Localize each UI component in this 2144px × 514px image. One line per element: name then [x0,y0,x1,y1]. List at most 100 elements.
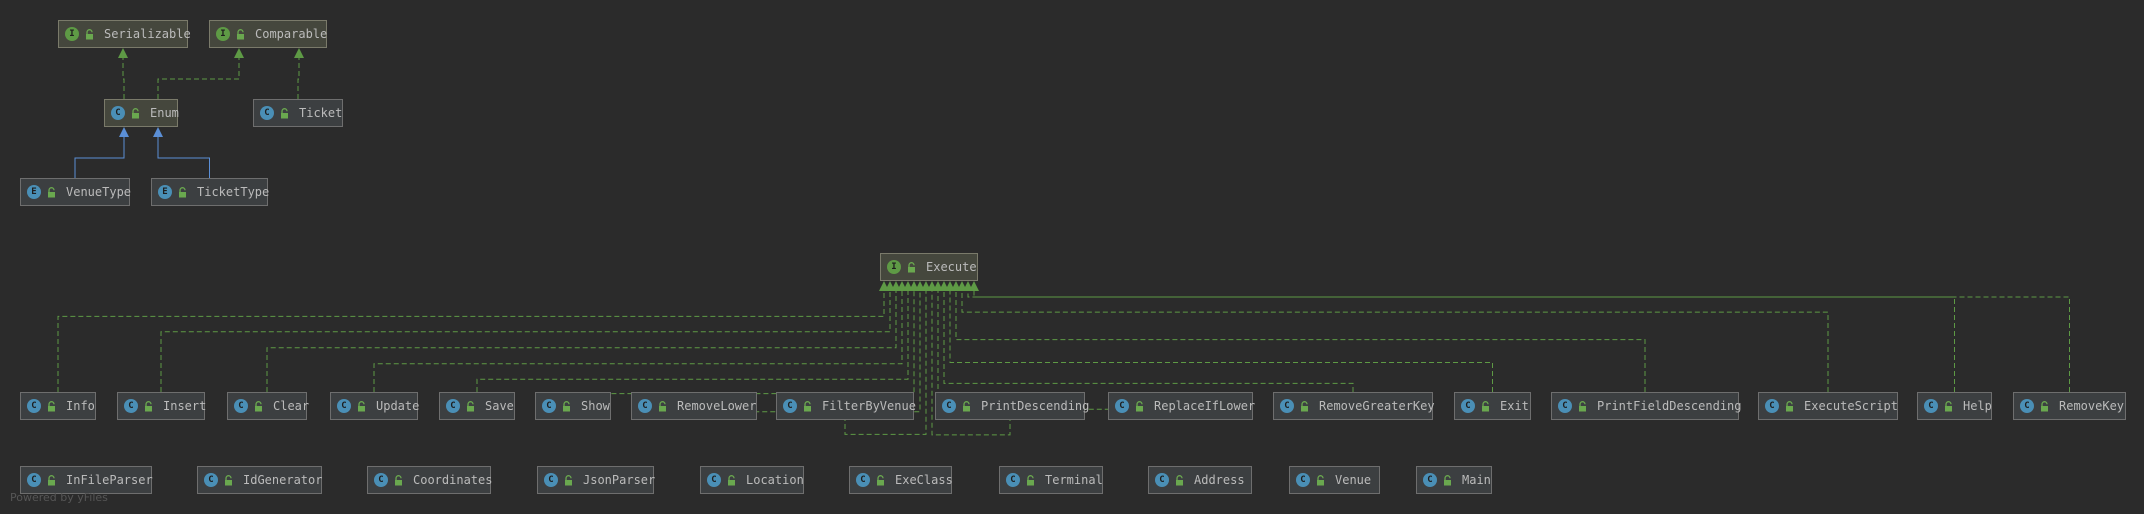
edge-insert-to-execute [160,291,891,392]
class-kind-icon: C [638,399,652,413]
arrowhead-exit [945,281,955,291]
edge-printfielddescending-to-execute [955,291,1646,392]
arrowhead-update [897,281,907,291]
arrowhead-venuetype-enum [119,127,129,137]
node-label: IdGenerator [243,473,323,487]
node-infileparser[interactable]: C InFileParser [20,466,153,494]
public-lock-icon [46,400,57,412]
node-comparable[interactable]: I Comparable [209,20,327,48]
node-execute[interactable]: I Execute [880,253,978,281]
public-lock-icon [875,474,886,486]
edge-show-to-execute [572,291,915,395]
class-kind-icon: C [111,106,125,120]
edge-executescript-to-execute [961,291,1829,392]
node-enum[interactable]: C Enum [104,99,179,127]
node-label: VenueType [66,185,132,199]
node-label: Execute [926,260,977,274]
public-lock-icon [235,28,246,40]
node-removelower[interactable]: C RemoveLower [631,392,757,420]
class-kind-icon: C [1765,399,1779,413]
public-lock-icon [1315,474,1326,486]
class-kind-icon: C [260,106,274,120]
class-kind-icon: C [1280,399,1294,413]
public-lock-icon [1784,400,1795,412]
arrowhead-help [963,281,973,291]
arrowhead-insert [885,281,895,291]
public-lock-icon [906,261,917,273]
public-lock-icon [465,400,476,412]
node-label: Ticket [299,106,343,120]
node-label: Show [581,399,610,413]
node-label: RemoveLower [677,399,757,413]
node-label: Comparable [255,27,328,41]
node-label: Terminal [1045,473,1103,487]
interface-kind-icon: I [216,27,230,41]
public-lock-icon [1134,400,1145,412]
node-label: JsonParser [583,473,656,487]
arrowhead-clear [891,281,901,291]
edge-removekey-to-execute [973,291,2070,392]
arrowhead-tickettype-enum [153,127,163,137]
class-kind-icon: C [1155,473,1169,487]
edge-enum-to-comparable [157,58,240,99]
arrowhead-enum-comparable [234,48,244,58]
node-label: InFileParser [66,473,153,487]
node-ticket[interactable]: C Ticket [253,99,343,127]
node-label: Enum [150,106,179,120]
arrowhead-removelower [915,281,925,291]
class-kind-icon: C [27,473,41,487]
arrowhead-removekey [969,281,979,291]
arrowhead-replaceiflower [933,281,943,291]
arrowhead-info [879,281,889,291]
interface-kind-icon: I [887,260,901,274]
class-kind-icon: C [1558,399,1572,413]
class-kind-icon: C [783,399,797,413]
public-lock-icon [177,186,188,198]
node-label: Venue [1335,473,1372,487]
node-label: Location [746,473,804,487]
node-venuetype[interactable]: E VenueType [20,178,132,206]
arrowhead-filterbyvenue [921,281,931,291]
edge-info-to-execute [57,291,885,392]
public-lock-icon [563,474,574,486]
edge-exit-to-execute [949,291,1493,392]
public-lock-icon [1442,474,1453,486]
node-label: Coordinates [413,473,493,487]
public-lock-icon [1943,400,1954,412]
edge-ticket-to-comparable [297,58,300,99]
edge-removegreaterkey-to-execute [943,291,1354,392]
node-label: RemoveKey [2059,399,2125,413]
node-label: Exit [1500,399,1529,413]
public-lock-icon [2039,400,2050,412]
enum-kind-icon: E [27,185,41,199]
arrowhead-printfielddescending [951,281,961,291]
node-label: Update [376,399,420,413]
